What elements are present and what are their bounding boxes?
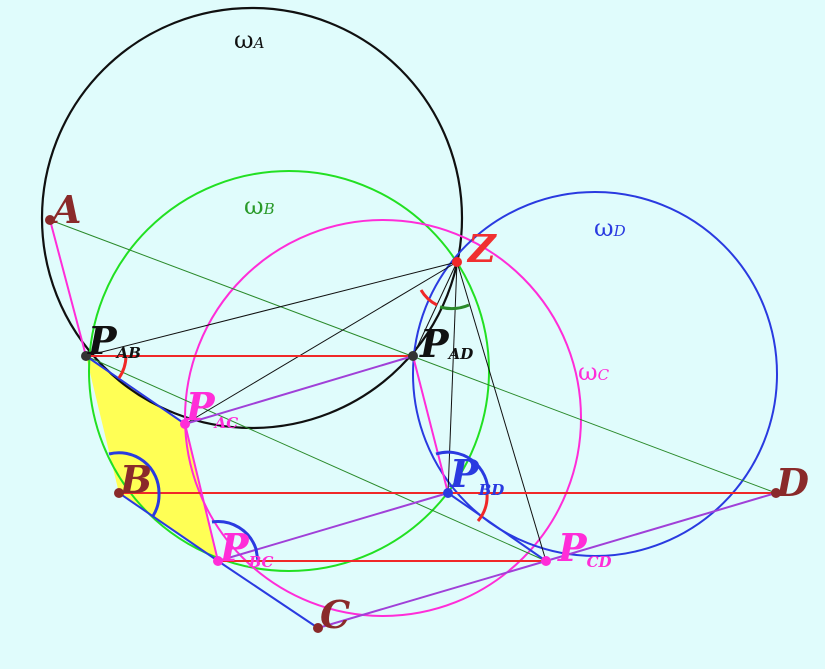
point-pbc xyxy=(213,556,223,566)
label-a: A xyxy=(49,187,81,232)
arc-red-pbd xyxy=(476,492,489,522)
point-pad xyxy=(408,351,418,361)
point-z xyxy=(452,257,462,267)
blue-lines xyxy=(85,355,547,629)
arc-blue-b xyxy=(108,451,161,517)
label-pad: PAD xyxy=(419,321,473,366)
point-b xyxy=(114,488,124,498)
label-pbd: PBD xyxy=(449,451,504,499)
label-z: Z xyxy=(466,226,497,271)
label-pcd: PCD xyxy=(557,525,612,571)
circle-omega-a xyxy=(40,6,464,430)
label-omega-c: ωC xyxy=(578,358,610,386)
point-pac xyxy=(180,419,190,429)
arc-red-pab xyxy=(117,355,128,379)
angle-arcs xyxy=(108,289,490,562)
label-omega-a: ωA xyxy=(234,26,265,54)
label-c: C xyxy=(320,592,350,637)
circle-omega-c xyxy=(184,219,582,617)
label-b: B xyxy=(119,457,152,502)
point-d xyxy=(771,488,781,498)
lines-from-z xyxy=(85,261,547,562)
point-pbd xyxy=(443,488,453,498)
label-pac: PAC xyxy=(185,384,238,432)
point-pcd xyxy=(541,556,551,566)
arc-green-z xyxy=(439,303,470,311)
points xyxy=(45,215,781,633)
point-a xyxy=(45,215,55,225)
label-pab: PAB xyxy=(87,318,141,363)
arc-blue-pbc xyxy=(211,520,260,562)
label-pbc: PBC xyxy=(219,525,274,571)
circle-omega-d xyxy=(412,191,778,557)
point-pab xyxy=(81,351,91,361)
magenta-lines xyxy=(49,219,449,562)
label-omega-d: ωD xyxy=(594,214,626,242)
arc-red-z xyxy=(419,289,438,307)
yellow-region xyxy=(86,356,218,561)
label-omega-b: ωB xyxy=(244,192,275,220)
line-pab-pcd xyxy=(85,355,547,562)
label-d: D xyxy=(775,460,809,505)
arc-blue-pbd xyxy=(435,450,490,494)
point-c xyxy=(313,623,323,633)
